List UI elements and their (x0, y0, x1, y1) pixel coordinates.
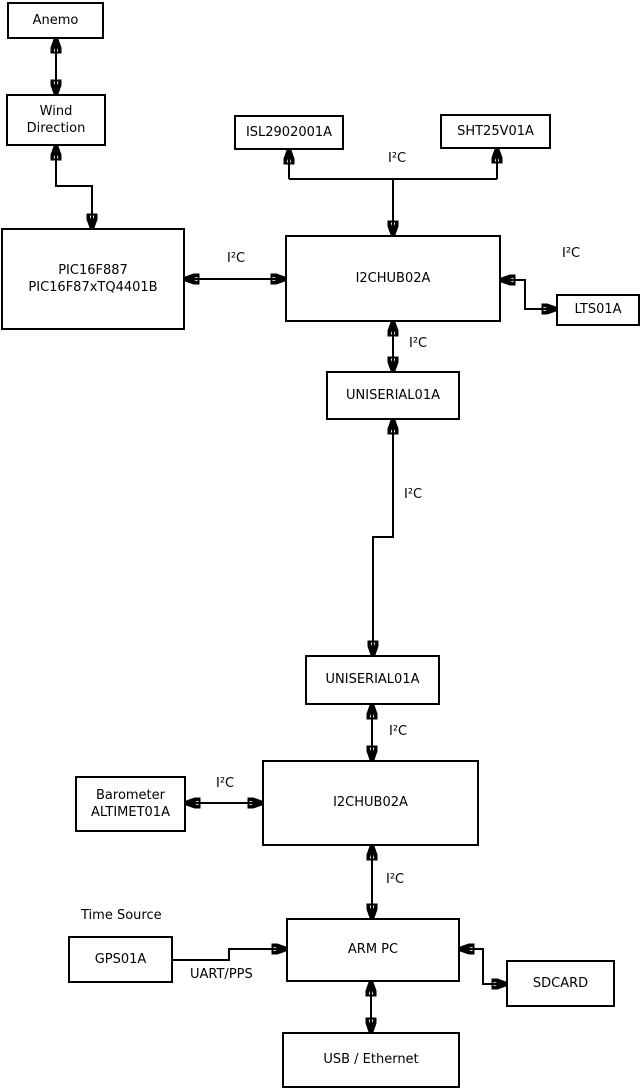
node-sht25v01a: SHT25V01A (440, 114, 551, 149)
edge-label-uart-pps: UART/PPS (190, 967, 253, 982)
edge-label-i2chub-sensors: I²C (388, 151, 407, 166)
edge-label-uniserial-chain: I²C (404, 487, 423, 502)
node-lts01a: LTS01A (556, 294, 640, 326)
connector-armpc-sdcard (460, 949, 506, 984)
node-i2chub-top: I2CHUB02A (285, 235, 501, 322)
node-arm-pc: ARM PC (286, 918, 460, 982)
node-uniserial-bottom: UNISERIAL01A (305, 655, 440, 705)
connector-uniserial-chain (373, 420, 393, 655)
node-sdcard: SDCARD (506, 960, 615, 1007)
node-wind-direction: Wind Direction (6, 94, 106, 146)
edge-label-i2chub-uniserial: I²C (409, 336, 428, 351)
connector-gps-armpc (173, 949, 286, 961)
connector-i2chub-lts (501, 280, 556, 309)
node-isl2902001a: ISL2902001A (234, 115, 344, 150)
node-pic-microcontroller: PIC16F887 PIC16F87xTQ4401B (1, 228, 185, 330)
node-uniserial-top: UNISERIAL01A (326, 371, 460, 420)
connector-winddirection-pic (56, 146, 92, 228)
edge-label-pic-i2chub: I²C (227, 251, 246, 266)
node-usb-ethernet: USB / Ethernet (282, 1032, 460, 1088)
node-barometer-altimet01a: Barometer ALTIMET01A (75, 776, 186, 832)
node-gps01a: GPS01A (68, 936, 173, 983)
edge-label-i2chub2-armpc: I²C (386, 872, 405, 887)
edge-label-i2chub-lts: I²C (562, 246, 581, 261)
node-anemo: Anemo (7, 2, 104, 39)
edge-label-uniserial-i2chub2: I²C (389, 724, 408, 739)
annotation-time-source: Time Source (81, 908, 162, 923)
edge-label-barometer-i2chub2: I²C (216, 776, 235, 791)
node-i2chub-bottom: I2CHUB02A (262, 760, 479, 846)
